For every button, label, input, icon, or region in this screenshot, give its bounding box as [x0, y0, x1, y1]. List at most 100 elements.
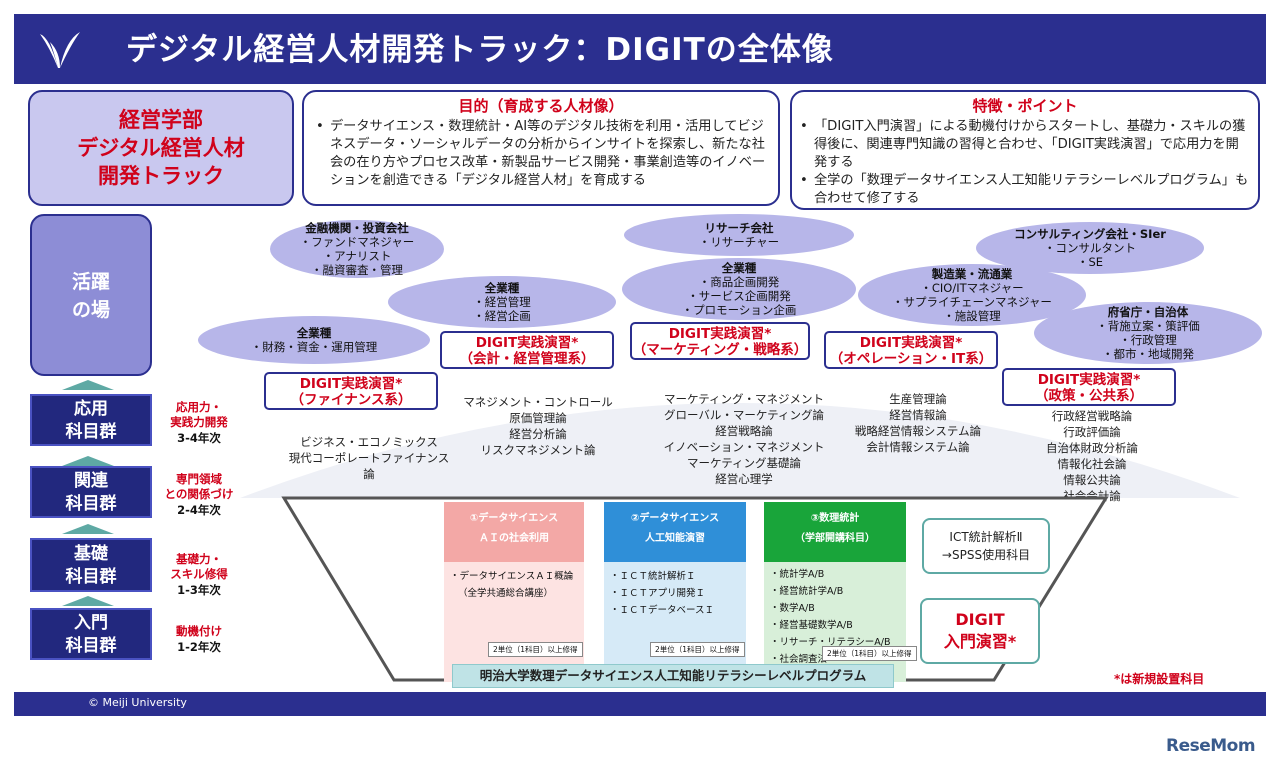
level-box-basic: 基礎 科目群 [30, 538, 152, 592]
career-line: ・サービス企画開発 [687, 289, 791, 303]
course-item: ビジネス・エコノミックス [300, 435, 438, 449]
career-line: ・経営管理 [473, 295, 531, 309]
career-head: 全業種 [721, 261, 757, 275]
career-head: コンサルティング会社・SIer [1014, 227, 1166, 241]
practice-box-finance: DIGIT実践演習* （ファイナンス系） [264, 372, 438, 410]
features-box: 特徴・ポイント 「DIGIT入門演習」による動機付けからスタートし、基礎力・スキ… [790, 90, 1260, 210]
career-ellipse-marketing: 全業種 ・商品企画開発 ・サービス企画開発 ・プロモーション企画 [622, 258, 856, 320]
practice-line-2: （政策・公共系） [1035, 388, 1143, 404]
practice-line-1: DIGIT実践演習* [299, 376, 403, 392]
career-ellipse-finance-all: 全業種 ・財務・資金・運用管理 [198, 316, 430, 364]
career-ellipse-management: 全業種 ・経営管理 ・経営企画 [388, 276, 616, 328]
course-list-accounting: マネジメント・コントロール 原価管理論 経営分析論 リスクマネジメント論 [458, 394, 618, 458]
level-box-applied: 応用 科目群 [30, 394, 152, 446]
arrow-up-icon [62, 380, 114, 390]
col-head-2: （学部開講科目） [795, 533, 875, 544]
career-line: ・財務・資金・運用管理 [250, 340, 378, 354]
practice-line-2: （マーケティング・戦略系） [632, 342, 808, 358]
level-year: 1-2年次 [177, 640, 221, 654]
career-line: ・サプライチェーンマネジャー [892, 295, 1052, 309]
career-line: ・商品企画開発 [698, 275, 780, 289]
intro-practice-box: DIGIT 入門演習* [920, 598, 1040, 664]
col-item: （全学共通総合講座） [458, 588, 554, 599]
course-list-finance: ビジネス・エコノミックス 現代コーポレートファイナンス論 [286, 434, 452, 482]
career-head: 全業種 [484, 281, 520, 295]
course-list-policy: 行政経営戦略論 行政評価論 自治体財政分析論 情報化社会論 情報公共論 社会会計… [1022, 408, 1162, 504]
basic-col-ai: ①データサイエンス ＡＩの社会利用 ・データサイエンスＡＩ概論 （全学共通総合講… [444, 502, 584, 682]
col-head-2: ＡＩの社会利用 [479, 533, 549, 544]
header-bar: デジタル経営人材開発トラック：DIGITの全体像 [14, 14, 1266, 84]
level-note-2: スキル修得 [170, 567, 228, 581]
copyright: © Meiji University [88, 696, 187, 709]
career-head: リサーチ会社 [704, 221, 774, 235]
program-bar: 明治大学数理データサイエンス人工知能リテラシーレベルプログラム [452, 664, 894, 688]
career-line: ・ファンドマネジャー [299, 235, 415, 249]
dome-background [240, 403, 1240, 498]
basic-col-ds: ②データサイエンス 人工知能演習 ・ＩＣＴ統計解析Ｉ ・ＩＣＴアプリ開発Ｉ ・Ｉ… [604, 502, 746, 682]
course-item: 情報化社会論 [1057, 457, 1127, 471]
level-line-2: 科目群 [65, 567, 117, 587]
practice-box-policy: DIGIT実践演習* （政策・公共系） [1002, 368, 1176, 406]
ict-line-1: ICT統計解析Ⅱ [949, 530, 1023, 544]
page-title: デジタル経営人材開発トラック：DIGITの全体像 [126, 32, 834, 68]
col-item: ・ＩＣＴ統計解析Ｉ [610, 571, 696, 582]
career-line: ・施設管理 [943, 309, 1001, 323]
resemom-logo: ReseMom [1166, 736, 1256, 756]
intro-line-1: DIGIT [955, 610, 1005, 629]
new-course-note: *は新規設置科目 [1114, 672, 1205, 686]
course-item: グローバル・マーケティング論 [664, 408, 824, 422]
career-head: 金融機関・投資会社 [305, 221, 409, 235]
level-note-1: 専門領域 [176, 472, 222, 486]
practice-box-operations: DIGIT実践演習* （オペレーション・IT系） [824, 331, 998, 369]
level-note-1: 基礎力・ [176, 552, 222, 566]
level-box-related: 関連 科目群 [30, 466, 152, 518]
career-line: ・プロモーション企画 [681, 303, 797, 317]
col-item: ・リサーチ・リテラシーA/B [770, 637, 891, 648]
career-head: 製造業・流通業 [931, 267, 1013, 281]
level-line-1: 応用 [74, 399, 108, 419]
credit-note: 2単位（1科目）以上修得 [822, 646, 917, 661]
practice-line-2: （会計・経営管理系） [459, 351, 595, 367]
course-item: 会計情報システム論 [866, 440, 970, 454]
level-note-basic: 基礎力・ スキル修得 1-3年次 [156, 552, 242, 598]
track-line-2: デジタル経営人材 [77, 136, 245, 160]
course-list-operations: 生産管理論 経営情報論 戦略経営情報システム論 会計情報システム論 [838, 391, 998, 455]
practice-line-2: （オペレーション・IT系） [829, 351, 993, 367]
course-item: 自治体財政分析論 [1046, 441, 1138, 455]
level-line-1: 関連 [74, 471, 108, 491]
footer-bar: © Meiji University [14, 692, 1266, 716]
col-head-1: ②データサイエンス [630, 513, 720, 524]
level-line-2: 科目群 [65, 494, 117, 514]
level-note-1: 動機付け [176, 624, 222, 638]
field-line-2: の場 [71, 299, 110, 321]
col-head-1: ①データサイエンス [469, 513, 559, 524]
course-item: 情報公共論 [1063, 473, 1121, 487]
level-note-2: 実践力開発 [170, 415, 228, 429]
purpose-title: 目的（育成する人材像） [458, 97, 624, 115]
practice-line-2: （ファイナンス系） [290, 392, 412, 408]
col-item: ・ＩＣＴデータベースＩ [610, 605, 715, 616]
course-item: 経営心理学 [715, 472, 773, 486]
career-ellipse-manufacturing: 製造業・流通業 ・CIO/ITマネジャー ・サプライチェーンマネジャー ・施設管… [858, 264, 1086, 326]
course-item: マーケティング・マネジメント [663, 392, 825, 406]
career-line: ・リサーチャー [698, 235, 780, 249]
features-item: 「DIGIT入門演習」による動機付けからスタートし、基礎力・スキルの獲得後に、関… [800, 118, 1250, 172]
track-line-1: 経営学部 [119, 108, 203, 132]
career-line: ・融資審査・管理 [311, 263, 403, 277]
arrow-up-icon [62, 524, 114, 534]
course-item: 経営分析論 [509, 427, 567, 441]
level-note-1: 応用力・ [176, 400, 222, 414]
career-line: ・コンサルタント [1044, 241, 1136, 255]
purpose-item: データサイエンス・数理統計・AI等のデジタル技術を利用・活用してビジネスデータ・… [316, 118, 768, 190]
ict-box: ICT統計解析Ⅱ →SPSS使用科目 [922, 518, 1050, 574]
col-item: ・経営統計学A/B [770, 586, 844, 597]
course-item: マーケティング基礎論 [686, 456, 802, 470]
course-item: 原価管理論 [509, 411, 567, 425]
arrow-up-icon [62, 596, 114, 606]
level-year: 1-3年次 [177, 583, 221, 597]
credit-note: 2単位（1科目）以上修得 [650, 642, 745, 657]
course-item: 行政経営戦略論 [1051, 409, 1133, 423]
course-item: 現代コーポレートファイナンス論 [288, 451, 450, 481]
track-line-3: 開発トラック [98, 164, 224, 188]
course-item: 経営情報論 [889, 408, 947, 422]
